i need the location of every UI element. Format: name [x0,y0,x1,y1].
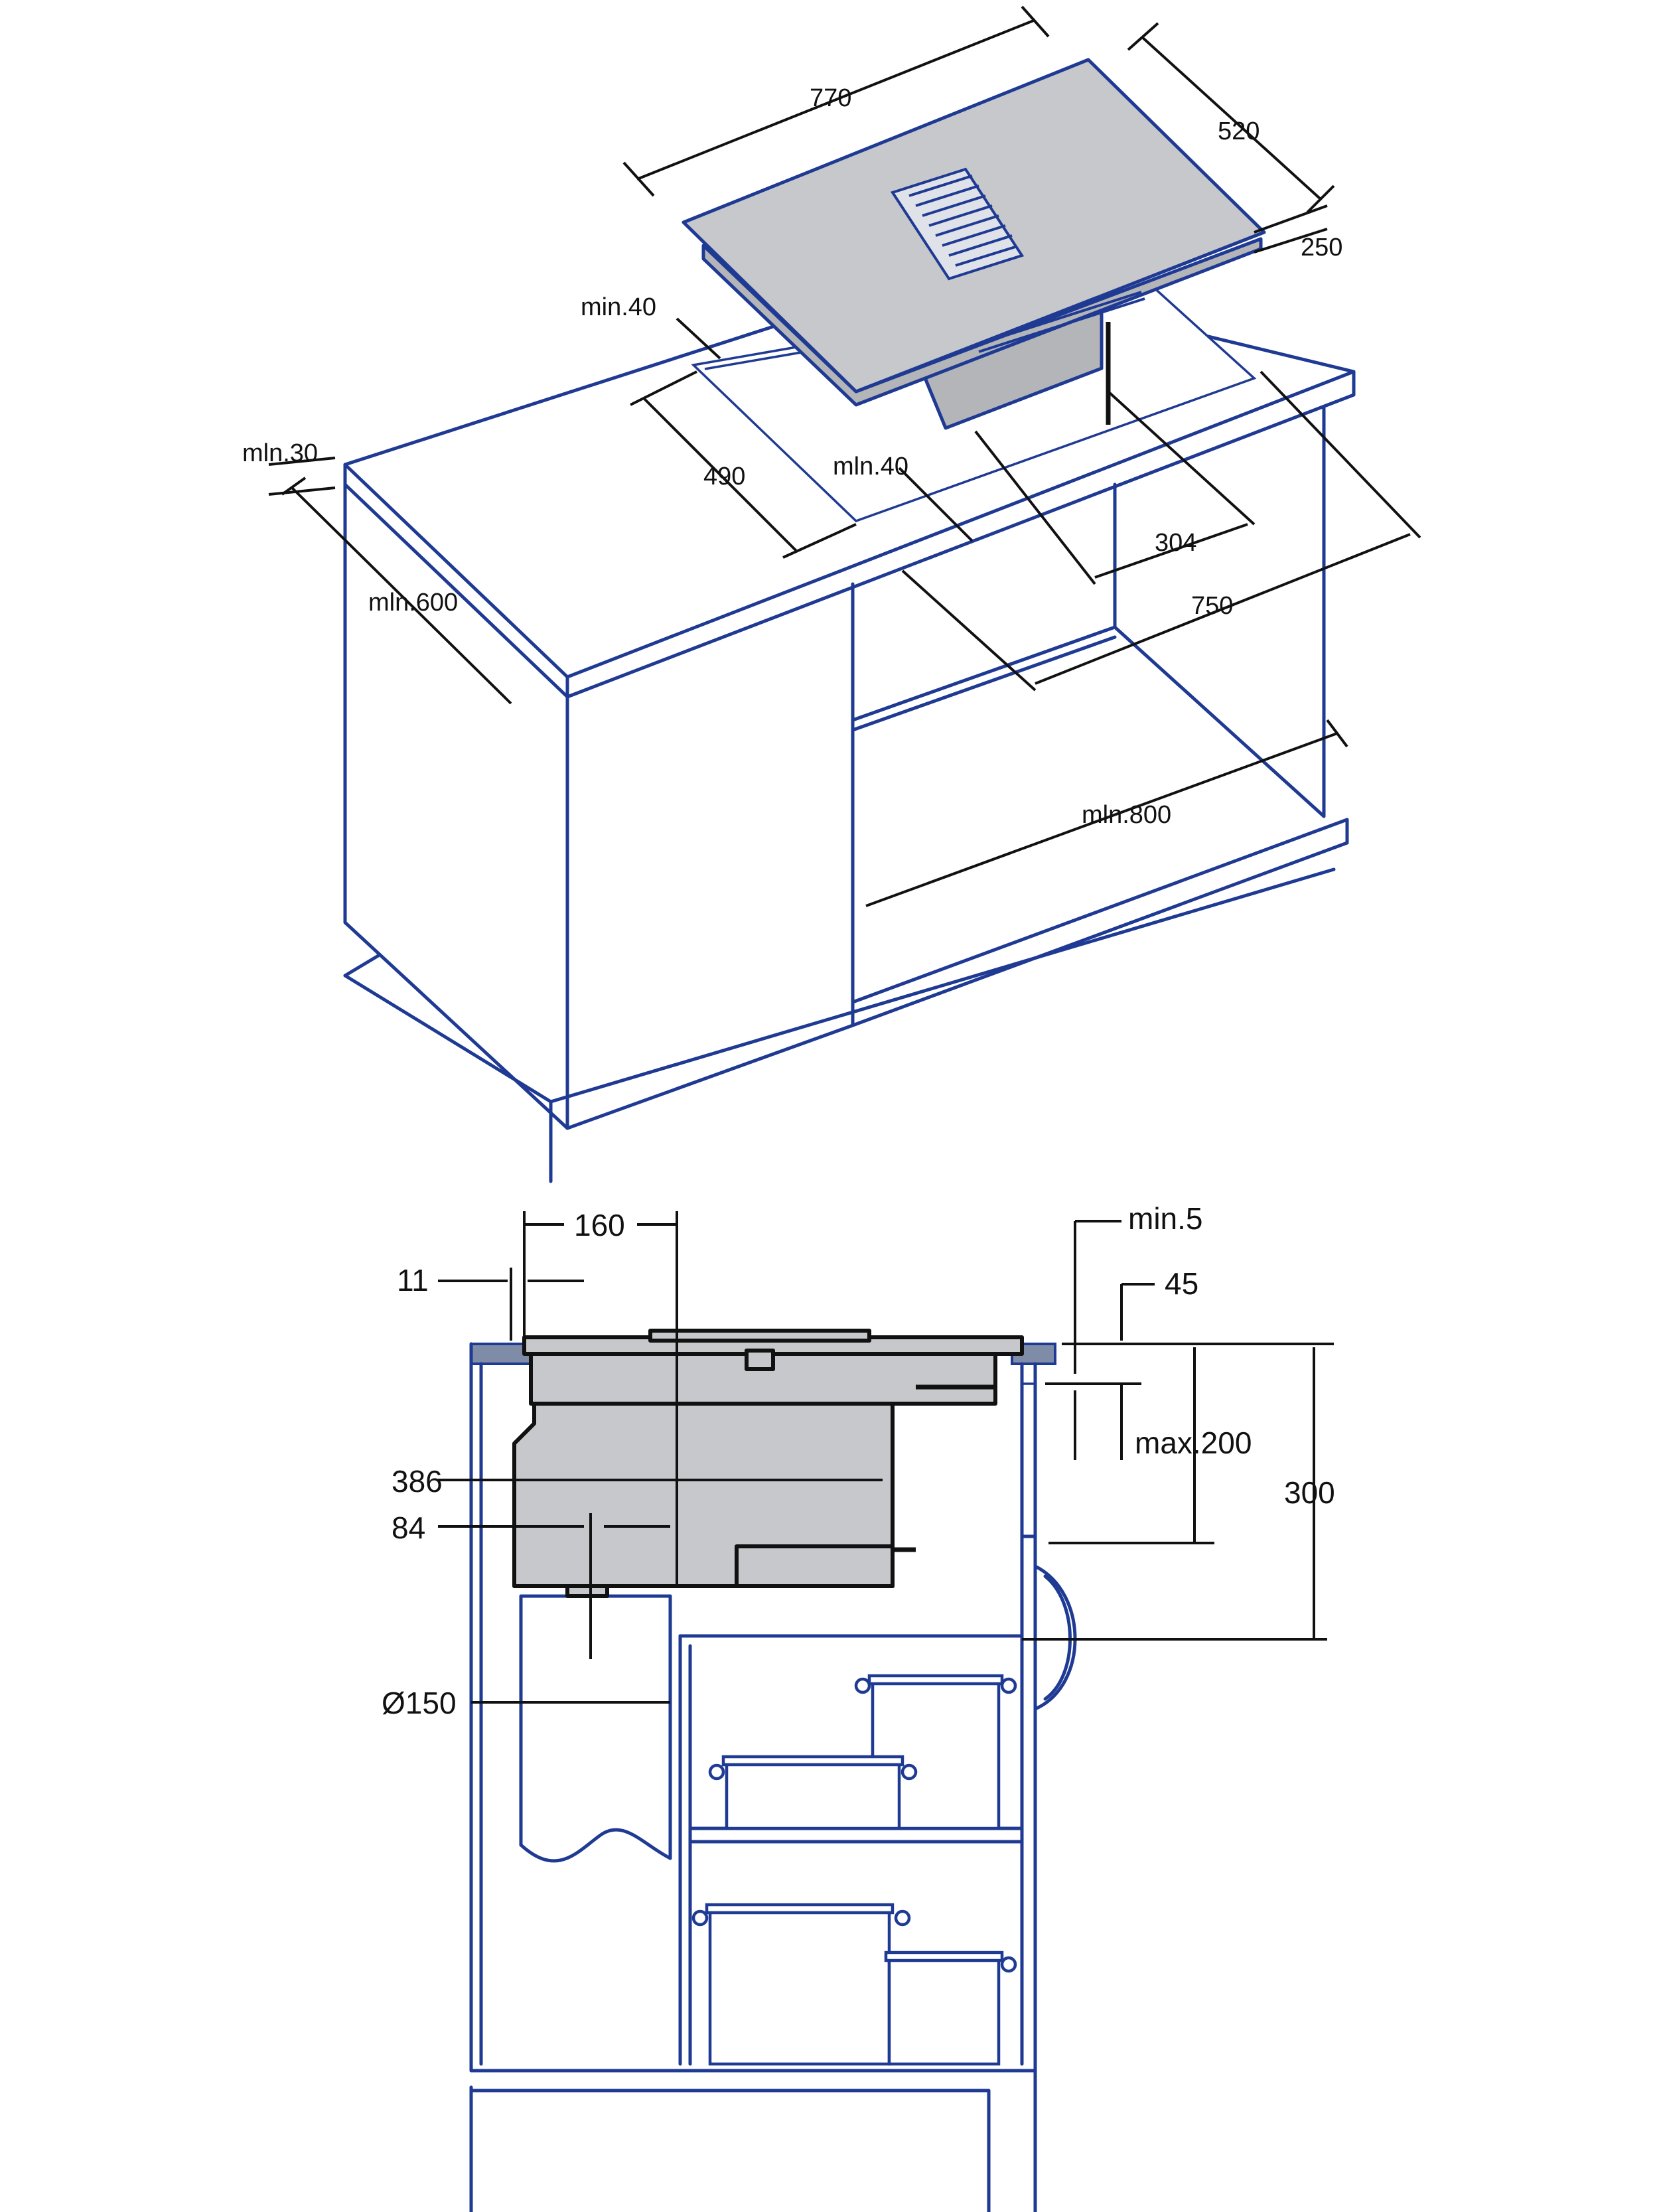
front-vent-slots [975,291,1145,353]
large-pot [708,1909,891,2066]
section-view: 160 11 min.5 45 max.200 300 386 84 Ø150 [382,1201,1335,2212]
saucepan [725,1760,901,1830]
label-offset-304: 304 [1155,529,1196,557]
label-worktop-depth: mln.600 [368,589,458,617]
section-labels: 160 11 min.5 45 max.200 300 386 84 Ø150 [382,1201,1335,1720]
label-drawer-300: 300 [1284,1475,1335,1510]
small-pot [887,1956,1001,2066]
section-dimensions [438,1211,1334,1704]
label-worktop-45: 45 [1165,1266,1198,1301]
exhaust-duct [519,1584,672,1863]
label-width-770: 770 [810,84,851,112]
label-rear-gap: mln.40 [833,453,908,480]
label-front-clear: min.5 [1128,1201,1202,1236]
label-gap-max200: max.200 [1135,1426,1252,1460]
label-height-250: 250 [1301,234,1342,261]
downdraft-vent-grille [890,167,1025,281]
isometric-labels: 770 520 250 min.40 490 mln.40 304 750 ml… [242,84,1342,829]
label-duct-150: Ø150 [382,1686,457,1720]
label-cutout-depth-490: 490 [703,463,745,490]
downdraft-motor-unit [512,1329,1024,1588]
label-motor-386: 386 [392,1464,443,1499]
isometric-dimensions [268,5,1421,907]
label-edge-11: 11 [397,1263,429,1297]
label-worktop-thickness: mln.30 [242,439,318,467]
floor-plinth [343,867,1336,1183]
section-worktop [470,1343,1056,1365]
label-cutout-width-750: 750 [1191,592,1233,620]
cabinet-frame [851,406,1349,1027]
drawer-contents [691,1674,1017,2066]
cabinet-left-side [343,482,855,1130]
label-offset-160: 160 [574,1208,625,1242]
label-depth-520: 520 [1218,117,1260,145]
label-outlet-84: 84 [392,1511,425,1545]
label-cabinet-width: mln.800 [1082,801,1171,829]
label-front-gap: min.40 [581,293,656,321]
isometric-view: 770 520 250 min.40 490 mln.40 304 750 ml… [242,5,1421,1183]
